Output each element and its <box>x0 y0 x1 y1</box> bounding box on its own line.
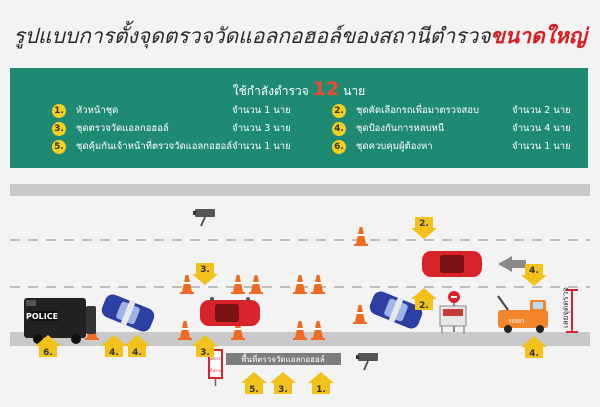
checkpoint-scene: POLICE <box>10 184 590 395</box>
force-number: 12 <box>312 78 340 100</box>
marker-label: 3. <box>278 385 288 395</box>
checkpoint-sign-bottom: ตั้งด่าน <box>209 366 221 373</box>
marker-label: 4. <box>529 349 539 359</box>
checkpoint-sign-top: จุดตรวจ <box>208 356 222 362</box>
position-marker-2b: 2. <box>411 288 437 311</box>
traffic-cone-icon <box>311 275 325 294</box>
police-truck-label: POLICE <box>26 312 58 321</box>
position-marker-4b: 4. <box>101 335 127 358</box>
traffic-direction-arrow-icon <box>498 256 526 272</box>
role-count: จำนวน 1 นาย <box>232 141 291 152</box>
position-marker-4c: 4. <box>124 335 150 358</box>
role-item-4: 4. ชุดป้องกันการหลบหนี จำนวน 4 นาย <box>332 120 571 137</box>
marker-label: 4. <box>109 348 119 358</box>
red-car-icon <box>422 251 482 277</box>
testing-station-label: พื้นที่ตรวจวัดแอลกอฮอล์ <box>241 353 325 364</box>
role-item-3: 3. ชุดตรวจวัดแอลกอฮอล์ จำนวน 3 นาย <box>52 120 291 137</box>
traffic-cone-icon <box>180 275 194 294</box>
marker-label: 4. <box>529 266 539 276</box>
red-car-icon <box>200 297 260 326</box>
role-count: จำนวน 3 นาย <box>232 123 291 134</box>
force-label: ใช้กำลังตำรวจ <box>232 84 309 98</box>
traffic-cone-icon <box>249 275 263 294</box>
role-badge: 4. <box>332 121 346 136</box>
role-badge: 2. <box>332 103 346 118</box>
role-badge: 5. <box>52 139 66 154</box>
role-badge: 6. <box>332 139 346 154</box>
road-top-curb <box>10 184 590 196</box>
position-marker-4d: 4. <box>521 336 547 359</box>
police-truck-icon: POLICE <box>24 298 96 344</box>
marker-label: 6. <box>43 348 53 358</box>
traffic-cone-icon <box>354 227 368 246</box>
role-count: จำนวน 4 นาย <box>512 123 571 134</box>
marker-label: 5. <box>249 385 259 395</box>
traffic-cone-icon <box>293 275 307 294</box>
role-count: จำนวน 1 นาย <box>232 105 291 116</box>
role-name: ชุดควบคุมผู้ต้องหา <box>356 141 433 152</box>
checkpoint-booth-icon <box>439 305 467 333</box>
position-marker-3c: 3. <box>270 372 296 395</box>
marker-label: 3. <box>200 265 210 275</box>
tow-truck-label: รถยก <box>508 317 524 325</box>
role-badge: 3. <box>52 121 66 136</box>
role-count: จำนวน 2 นาย <box>512 105 571 116</box>
marker-label: 4. <box>132 348 142 358</box>
marker-label: 3. <box>200 348 210 358</box>
title-highlight: ขนาดใหญ่ <box>490 23 587 48</box>
role-name: หัวหน้าชุด <box>76 105 119 116</box>
checkpoint-end-marker: เลยจุดตรวจ <box>561 287 578 333</box>
position-marker-5: 5. <box>241 372 267 395</box>
role-badge: 1. <box>52 103 66 118</box>
position-marker-4a: 4. <box>521 264 547 286</box>
checkpoint-end-label: เลยจุดตรวจ <box>561 287 570 328</box>
traffic-cone-icon <box>231 275 245 294</box>
role-item-5: 5. ชุดคุ้มกันเจ้าหน้าที่ตรวจวัดแอลกอฮอล์จ… <box>52 138 291 155</box>
marker-label: 2. <box>419 219 429 229</box>
force-unit: นาย <box>343 84 366 98</box>
title-main: รูปแบบการตั้งจุดตรวจวัดแอลกอฮอล์ของสถานี… <box>13 24 491 48</box>
testing-station-block: พื้นที่ตรวจวัดแอลกอฮอล์ <box>226 353 341 365</box>
police-car-icon <box>101 294 155 332</box>
role-name: ชุดตรวจวัดแอลกอฮอล์ <box>76 123 169 134</box>
traffic-cone-icon <box>353 305 367 324</box>
marker-label: 1. <box>316 385 326 395</box>
cctv-icon <box>356 353 378 371</box>
marker-label: 2. <box>419 301 429 311</box>
page-title: รูปแบบการตั้งจุดตรวจวัดแอลกอฮอล์ของสถานี… <box>0 20 600 53</box>
role-name: ชุดคุ้มกันเจ้าหน้าที่ตรวจวัดแอลกอฮอล์ <box>76 141 233 152</box>
role-item-2: 2. ชุดคัดเลือกรถเพื่อมาตรวจสอบ จำนวน 2 นาย <box>332 102 571 119</box>
role-item-1: 1. หัวหน้าชุด จำนวน 1 นาย <box>52 102 291 119</box>
role-name: ชุดคัดเลือกรถเพื่อมาตรวจสอบ <box>356 105 480 116</box>
position-marker-3a: 3. <box>192 263 218 285</box>
role-item-6: 6. ชุดควบคุมผู้ต้องหา จำนวน 1 นาย <box>332 138 571 155</box>
cctv-icon <box>193 209 215 227</box>
police-car-icon <box>369 291 423 329</box>
position-marker-2a: 2. <box>411 217 437 239</box>
position-marker-1: 1. <box>308 372 334 395</box>
position-marker-6: 6. <box>35 335 61 358</box>
role-count: จำนวน 1 นาย <box>512 141 571 152</box>
position-marker-3b: 3. <box>192 335 218 358</box>
tow-truck-icon: รถยก <box>497 295 548 333</box>
role-name: ชุดป้องกันการหลบหนี <box>356 123 445 134</box>
